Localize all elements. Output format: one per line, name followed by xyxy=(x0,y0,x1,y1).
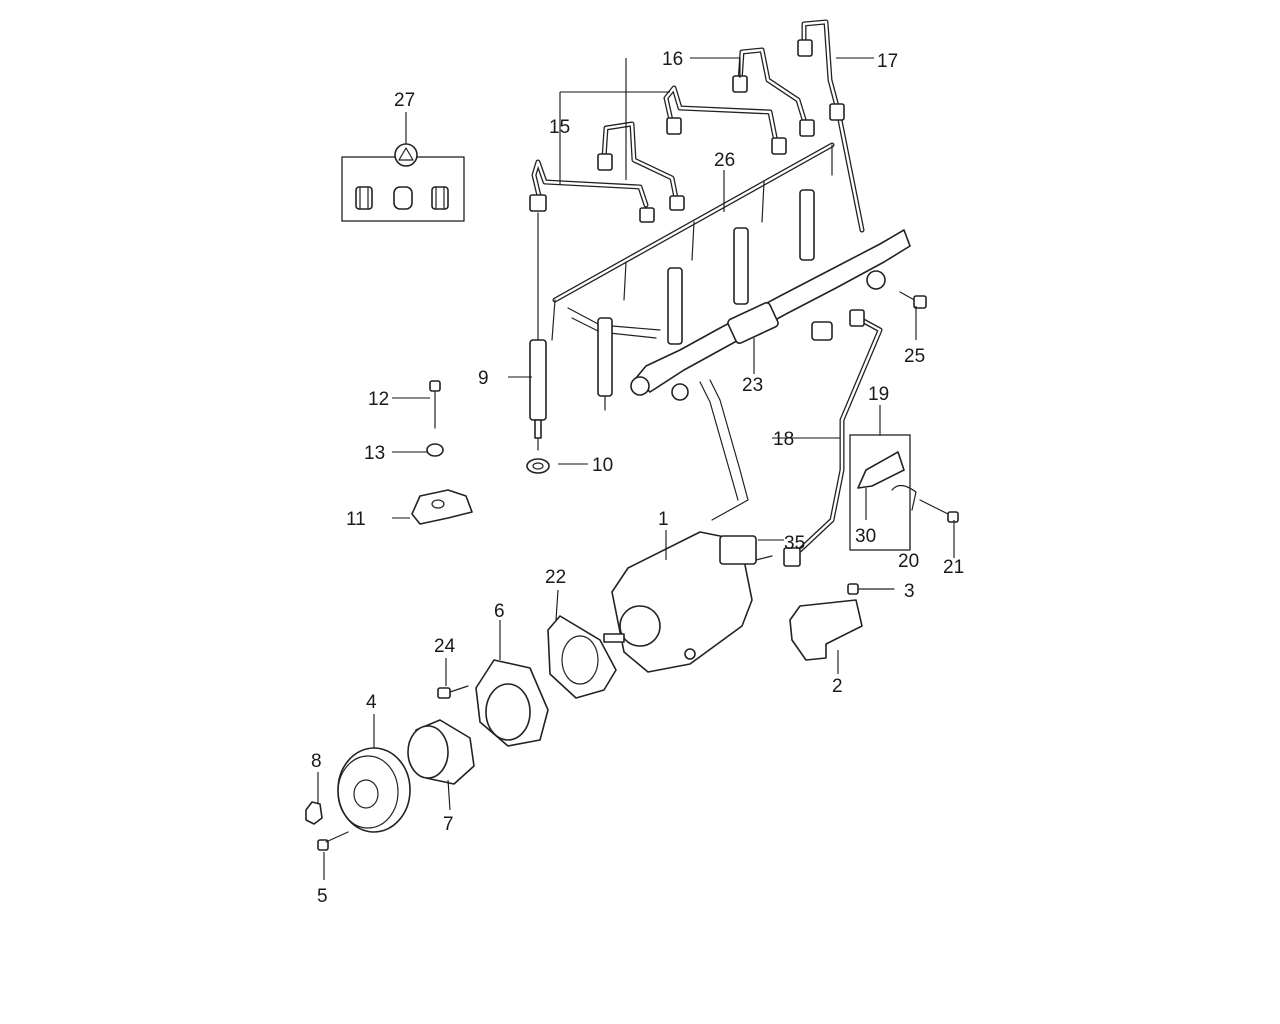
callout-23: 23 xyxy=(742,375,763,396)
pump-bracket xyxy=(789,583,895,661)
callout-30: 30 xyxy=(855,526,876,547)
callout-20: 20 xyxy=(898,551,919,572)
common-rail xyxy=(630,229,911,521)
nut-kit-box xyxy=(341,112,465,222)
callout-3: 3 xyxy=(904,581,915,602)
sprocket xyxy=(337,747,411,833)
callout-6: 6 xyxy=(494,601,505,622)
gasket xyxy=(547,615,617,699)
callout-10: 10 xyxy=(592,455,613,476)
injector-clamp-parts xyxy=(411,380,550,525)
callout-27: 27 xyxy=(394,90,415,111)
callout-35: 35 xyxy=(784,533,805,554)
callout-2: 2 xyxy=(832,676,843,697)
nut-and-bolt xyxy=(305,801,349,851)
callout-16: 16 xyxy=(662,49,683,70)
callout-12: 12 xyxy=(368,389,389,410)
callout-17: 17 xyxy=(877,51,898,72)
callout-11: 11 xyxy=(346,509,366,530)
callout-1: 1 xyxy=(658,509,669,530)
hub xyxy=(407,719,475,785)
callout-9: 9 xyxy=(478,368,489,389)
injectors xyxy=(529,189,815,451)
callout-21: 21 xyxy=(943,557,964,578)
high-pressure-pump xyxy=(603,531,773,673)
callout-15: 15 xyxy=(549,117,570,138)
callout-8: 8 xyxy=(311,751,322,772)
pump-flange xyxy=(437,659,549,747)
leader-lines xyxy=(317,57,955,880)
callout-7: 7 xyxy=(443,814,454,835)
bolt-25 xyxy=(899,291,927,309)
callout-25: 25 xyxy=(904,346,925,367)
callout-13: 13 xyxy=(364,443,385,464)
callout-26: 26 xyxy=(714,150,735,171)
bracket-box xyxy=(849,434,959,551)
callout-18: 18 xyxy=(773,429,794,450)
callout-labels: 1 2 3 4 5 6 7 8 9 10 11 12 13 15 16 17 1… xyxy=(311,49,964,907)
injector-pipes xyxy=(529,19,883,567)
callout-19: 19 xyxy=(868,384,889,405)
callout-22: 22 xyxy=(545,567,566,588)
callout-4: 4 xyxy=(366,692,377,713)
callout-24: 24 xyxy=(434,636,456,657)
callout-5: 5 xyxy=(317,886,328,907)
